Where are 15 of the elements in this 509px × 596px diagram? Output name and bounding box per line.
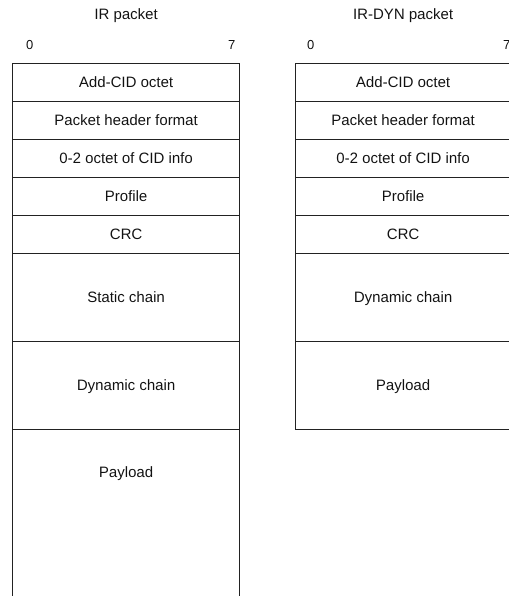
packet-field: 0-2 octet of CID info	[12, 139, 240, 178]
packet-title: IR-DYN packet	[352, 6, 454, 23]
bit-number: 0	[26, 37, 34, 52]
packet-field: Dynamic chain	[12, 341, 240, 430]
bit-number: 7	[228, 37, 236, 52]
packet-field: CRC	[12, 215, 240, 254]
packet-field: Add-CID octet	[295, 63, 509, 102]
packet-field: Payload	[12, 429, 240, 596]
packet-field: Static chain	[12, 253, 240, 342]
packet-field: Payload	[295, 341, 509, 430]
bit-number: 0	[307, 37, 314, 52]
packet-field: Packet header format	[12, 101, 240, 140]
packet-field: Profile	[12, 177, 240, 216]
packet-field: Add-CID octet	[12, 63, 240, 102]
packet-title: IR packet	[93, 6, 159, 23]
